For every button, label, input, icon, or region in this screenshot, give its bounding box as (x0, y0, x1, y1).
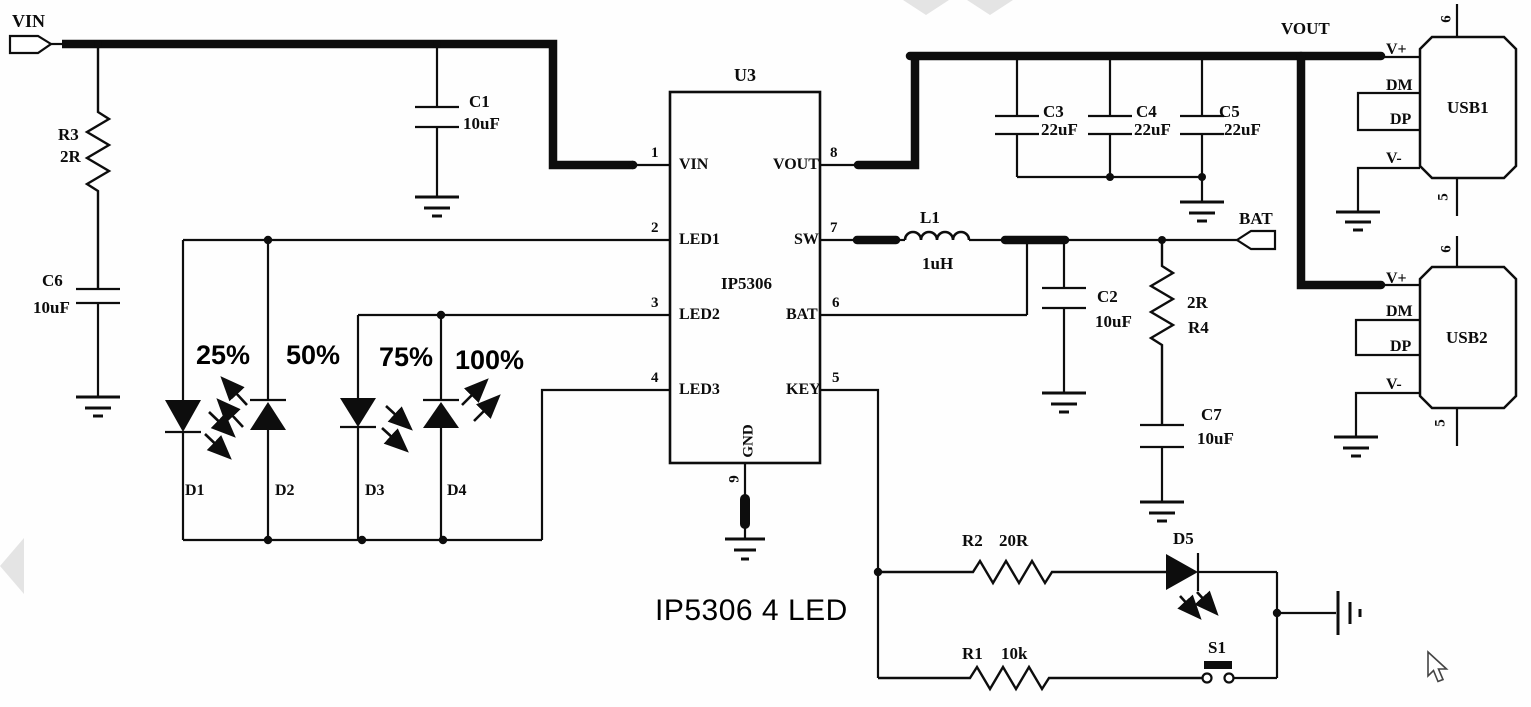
usb2-pin-vplus: V+ (1386, 270, 1407, 287)
usb1-pin-dm: DM (1386, 77, 1413, 94)
r1-ref: R1 (962, 644, 983, 663)
usb2-pin-dm: DM (1386, 303, 1413, 320)
net-label-vout: VOUT (1281, 19, 1330, 38)
net-label-bat: BAT (1239, 209, 1273, 228)
led-percent-75: 75% (379, 342, 434, 372)
diode-symbols (165, 398, 1198, 590)
c1-value: 10uF (463, 114, 500, 133)
pin-name-led2: LED2 (679, 306, 720, 323)
watermark-shapes (0, 0, 1013, 594)
d3-ref: D3 (365, 482, 385, 499)
pin-num-4: 4 (651, 370, 659, 386)
l1-value: 1uH (922, 254, 954, 273)
r2-value: 20R (999, 531, 1029, 550)
pin-num-2: 2 (651, 220, 659, 236)
pin-name-vin: VIN (679, 156, 709, 173)
c4-value: 22uF (1134, 120, 1171, 139)
usb1-pin-vplus: V+ (1386, 41, 1407, 58)
c5-value: 22uF (1224, 120, 1261, 139)
pin-num-3: 3 (651, 295, 659, 311)
pin-num-8: 8 (830, 145, 838, 161)
usb2-pin-5: 5 (1432, 419, 1449, 427)
r2-ref: R2 (962, 531, 983, 550)
c3-value: 22uF (1041, 120, 1078, 139)
pin-num-7: 7 (830, 220, 838, 236)
usb1-pin-6: 6 (1438, 15, 1455, 23)
d5-ref: D5 (1173, 529, 1194, 548)
d4-ref: D4 (447, 482, 467, 499)
r4-value: 2R (1187, 293, 1208, 312)
junction-dots (94, 40, 1282, 618)
r4-ref: R4 (1188, 318, 1209, 337)
r3-value: 2R (60, 147, 81, 166)
c2-value: 10uF (1095, 312, 1132, 331)
usb1-pin-vminus: V- (1386, 150, 1402, 167)
schematic-title: IP5306 4 LED (655, 594, 848, 627)
net-label-vin: VIN (12, 11, 46, 31)
led-percent-50: 50% (286, 340, 341, 370)
r3-ref: R3 (58, 125, 79, 144)
d1-ref: D1 (185, 482, 205, 499)
c5-ref: C5 (1219, 102, 1240, 121)
pin-num-5: 5 (832, 370, 840, 386)
pin-name-vout: VOUT (773, 156, 819, 173)
c3-ref: C3 (1043, 102, 1064, 121)
usb2-name: USB2 (1446, 328, 1488, 347)
pin-name-gnd: GND (740, 424, 757, 458)
pin-name-led1: LED1 (679, 231, 720, 248)
c6-value: 10uF (33, 298, 70, 317)
pin-name-key: KEY (786, 381, 821, 398)
l1-ref: L1 (920, 208, 940, 227)
mouse-cursor (1427, 650, 1449, 683)
c7-value: 10uF (1197, 429, 1234, 448)
r1-value: 10k (1001, 644, 1028, 663)
pin-name-bat: BAT (786, 306, 818, 323)
c7-ref: C7 (1201, 405, 1222, 424)
usb1-pin-dp: DP (1390, 111, 1412, 128)
usb2-pin-6: 6 (1438, 245, 1455, 253)
c4-ref: C4 (1136, 102, 1157, 121)
c6-ref: C6 (42, 271, 63, 290)
ic-ref: U3 (734, 65, 756, 85)
led-percent-25: 25% (196, 340, 251, 370)
d2-ref: D2 (275, 482, 295, 499)
usb2-pin-dp: DP (1390, 338, 1412, 355)
power-rails (62, 39, 1386, 669)
c2-ref: C2 (1097, 287, 1118, 306)
ic-part: IP5306 (721, 274, 772, 293)
pin-num-1: 1 (651, 145, 659, 161)
led-arrows (204, 376, 1219, 620)
usb1-name: USB1 (1447, 98, 1489, 117)
usb1-pin-5: 5 (1435, 193, 1452, 201)
s1-ref: S1 (1208, 638, 1226, 657)
usb2-pin-vminus: V- (1386, 376, 1402, 393)
pin-num-9: 9 (726, 475, 743, 483)
pin-name-led3: LED3 (679, 381, 720, 398)
wires (8, 4, 1518, 692)
pin-name-sw: SW (794, 231, 819, 248)
ground-symbols (76, 195, 1380, 561)
pin-num-6: 6 (832, 295, 840, 311)
c1-ref: C1 (469, 92, 490, 111)
ic-outline (668, 90, 822, 465)
led-percent-100: 100% (455, 345, 525, 375)
